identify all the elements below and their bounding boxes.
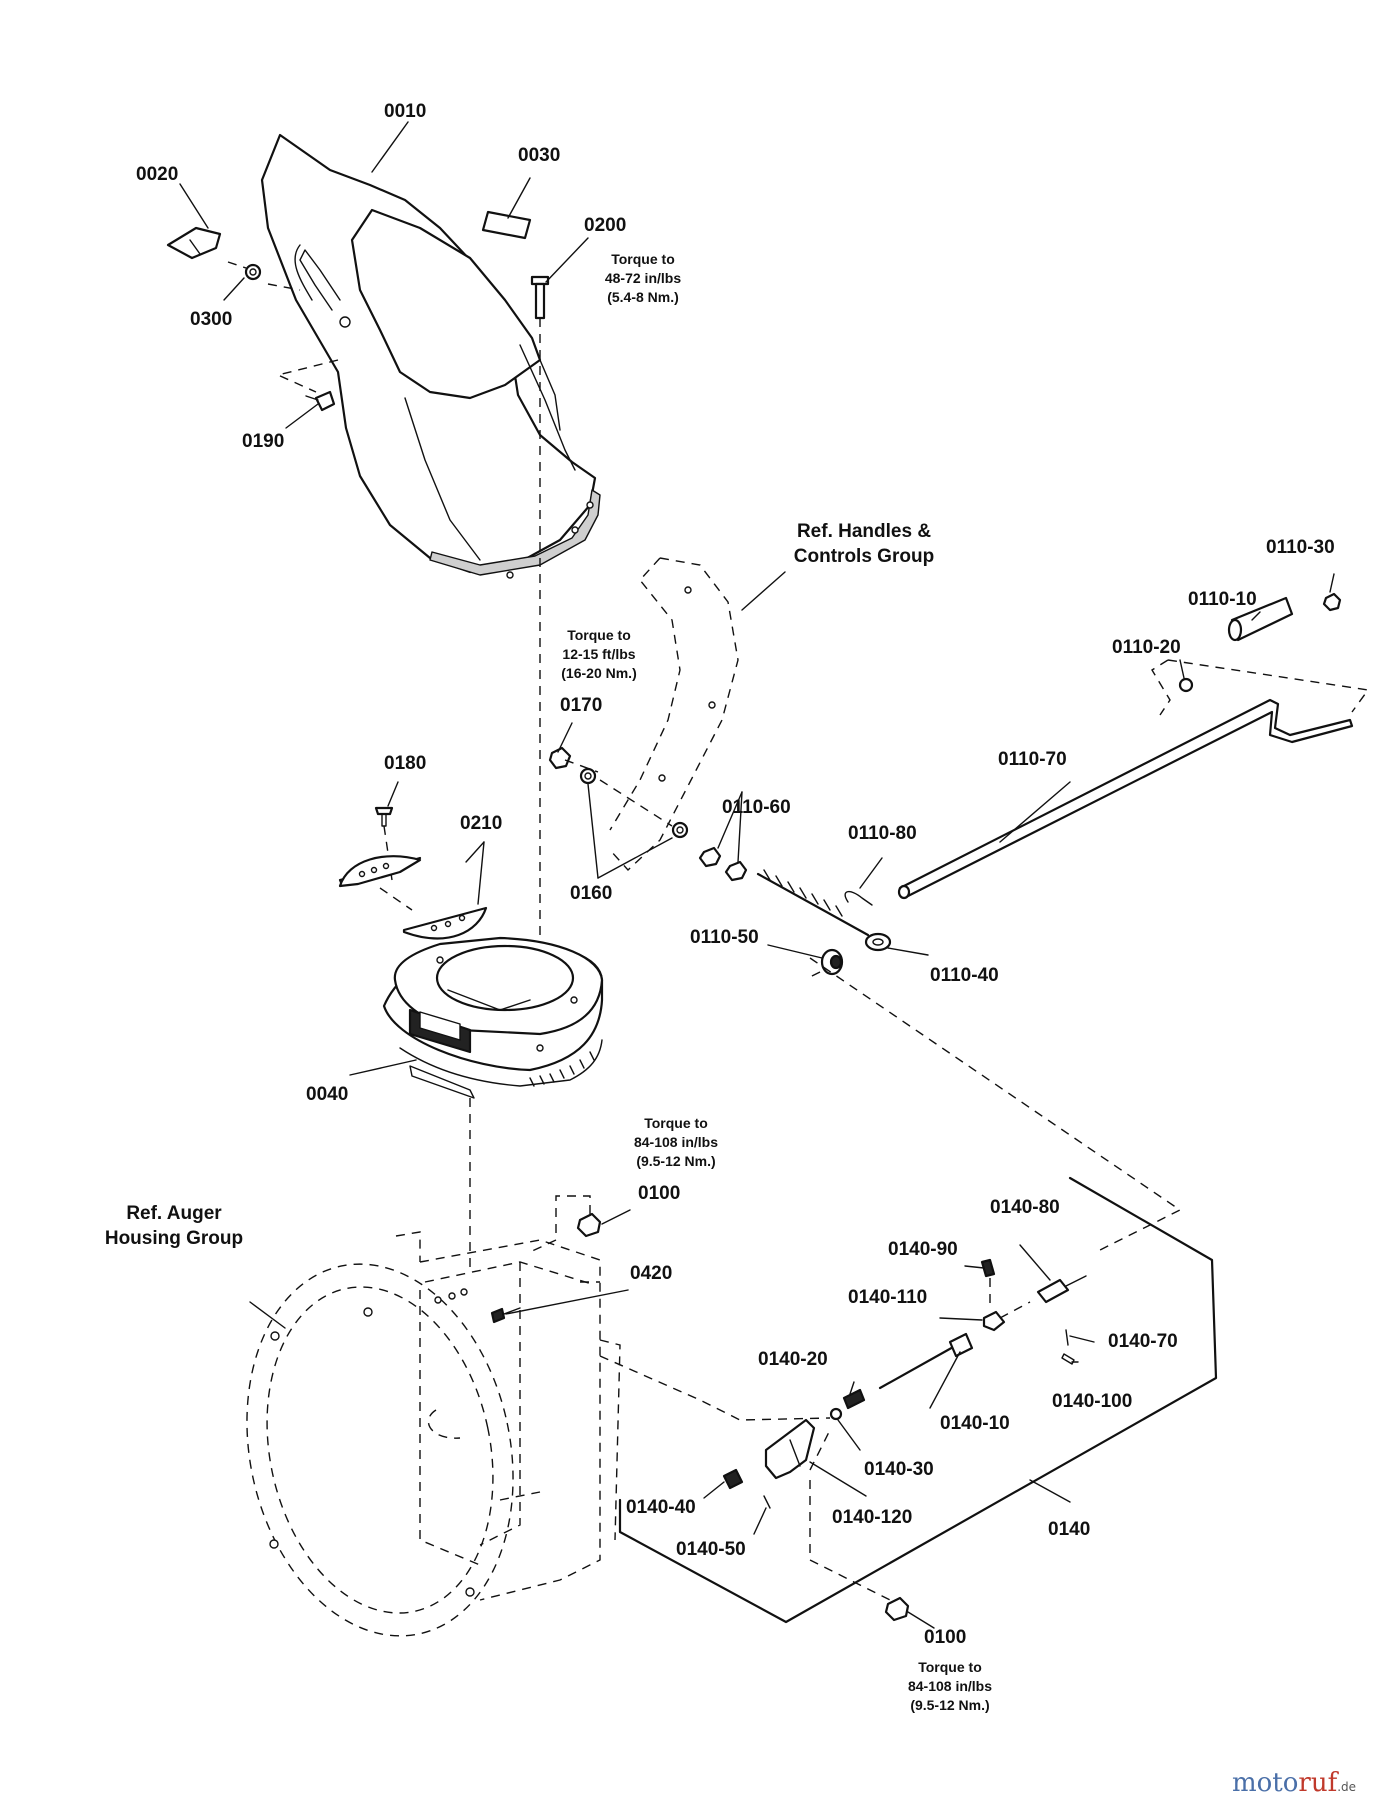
- label-0140-20: 0140-20: [758, 1349, 828, 1370]
- label-0110-70: 0110-70: [998, 749, 1067, 770]
- label-0110-40: 0110-40: [930, 965, 999, 986]
- washer-0140-30: [829, 1407, 843, 1421]
- cotter-0140-70: [1065, 1329, 1069, 1346]
- label-0140-110: 0140-110: [848, 1287, 928, 1308]
- assembly-box-0140: [618, 1176, 1218, 1624]
- washer-0160-a: [579, 767, 597, 785]
- label-0210: 0210: [460, 813, 503, 834]
- roller-0110-50: [820, 948, 844, 976]
- decal-0030: [481, 210, 532, 240]
- label-0140-30: 0140-30: [864, 1459, 934, 1480]
- ref-auger-housing-group: Ref. Auger Housing Group: [104, 1203, 244, 1249]
- label-0020: 0020: [136, 164, 179, 185]
- nut-0100-bottom: [884, 1596, 910, 1622]
- label-0140: 0140: [1048, 1519, 1091, 1540]
- washer-0110-20: [1178, 677, 1194, 693]
- label-0110-30: 0110-30: [1266, 537, 1335, 558]
- crank-rod-0110-70: [897, 698, 1354, 900]
- discharge-chute-0010: [260, 133, 601, 579]
- handle-grip-0110-10: [1227, 596, 1294, 642]
- label-0110-20: 0110-20: [1112, 637, 1181, 658]
- label-0040: 0040: [306, 1084, 349, 1105]
- torque-note-0100-top: Torque to 84-108 in/lbs (9.5-12 Nm.): [633, 1115, 719, 1169]
- label-0140-50: 0140-50: [676, 1539, 746, 1560]
- label-0180: 0180: [384, 753, 427, 774]
- nut-0100-top: [576, 1212, 602, 1238]
- watermark-logo: motoruf.de: [1232, 1768, 1357, 1798]
- bracket-0140-120: [764, 1418, 816, 1480]
- nut-0110-60-b: [724, 860, 748, 882]
- label-0110-50: 0110-50: [690, 927, 759, 948]
- wing-knob-0020: [166, 226, 222, 260]
- label-0010: 0010: [384, 101, 427, 122]
- gear-0140-40: [722, 1468, 744, 1490]
- label-0170: 0170: [560, 695, 603, 716]
- label-0100-bottom: 0100: [924, 1627, 967, 1648]
- label-0300: 0300: [190, 309, 233, 330]
- torque-note-0170: Torque to 12-15 ft/lbs (16-20 Nm.): [561, 627, 637, 681]
- torque-note-0200: Torque to 48-72 in/lbs (5.4-8 Nm.): [604, 251, 682, 305]
- auger-housing-ref: [246, 1231, 621, 1637]
- label-0030: 0030: [518, 145, 561, 166]
- chute-ring-0040: [382, 936, 604, 1099]
- label-0160: 0160: [570, 883, 613, 904]
- deflector-plate-0210-b: [402, 906, 488, 940]
- label-0140-40: 0140-40: [626, 1497, 696, 1518]
- label-0110-10: 0110-10: [1188, 589, 1257, 610]
- bolt-0200: [530, 275, 550, 320]
- eye-bolt-0110-40: [756, 869, 892, 952]
- screw-0180: [374, 806, 394, 827]
- ref-handles-controls-group: Ref. Handles & Controls Group: [793, 521, 935, 567]
- washer-0160-b: [671, 821, 689, 839]
- label-0420: 0420: [630, 1263, 673, 1284]
- label-0140-80: 0140-80: [990, 1197, 1060, 1218]
- label-0100-top: 0100: [638, 1183, 681, 1204]
- deflector-plate-0210-a: [338, 855, 422, 888]
- label-0140-100: 0140-100: [1052, 1391, 1133, 1412]
- label-0140-120: 0140-120: [832, 1507, 913, 1528]
- handles-controls-outline: [609, 557, 739, 871]
- label-0140-70: 0140-70: [1108, 1331, 1178, 1352]
- pin-0140-100: [1061, 1353, 1075, 1365]
- carriage-bolt-0190: [305, 390, 336, 412]
- pin-0140-90: [980, 1258, 996, 1278]
- block-0140-110: [982, 1310, 1006, 1332]
- hairpin-0110-80: [844, 891, 873, 906]
- label-0140-10: 0140-10: [940, 1413, 1010, 1434]
- label-0140-90: 0140-90: [888, 1239, 958, 1260]
- control-rod-0140-10: [878, 1332, 974, 1390]
- pin-0140-50: [763, 1495, 771, 1509]
- nut-0110-60-a: [698, 846, 722, 868]
- nut-0110-30: [1322, 592, 1342, 612]
- bolt-0420: [490, 1307, 506, 1324]
- torque-note-0100-bottom: Torque to 84-108 in/lbs (9.5-12 Nm.): [907, 1659, 993, 1713]
- spring-0140-20: [842, 1388, 866, 1410]
- label-0200: 0200: [584, 215, 627, 236]
- label-0190: 0190: [242, 431, 285, 452]
- label-0110-80: 0110-80: [848, 823, 917, 844]
- label-0110-60: 0110-60: [722, 797, 791, 818]
- leader-lines: [179, 121, 1335, 1629]
- nut-0170: [548, 746, 572, 770]
- clevis-0140-80: [1036, 1278, 1070, 1304]
